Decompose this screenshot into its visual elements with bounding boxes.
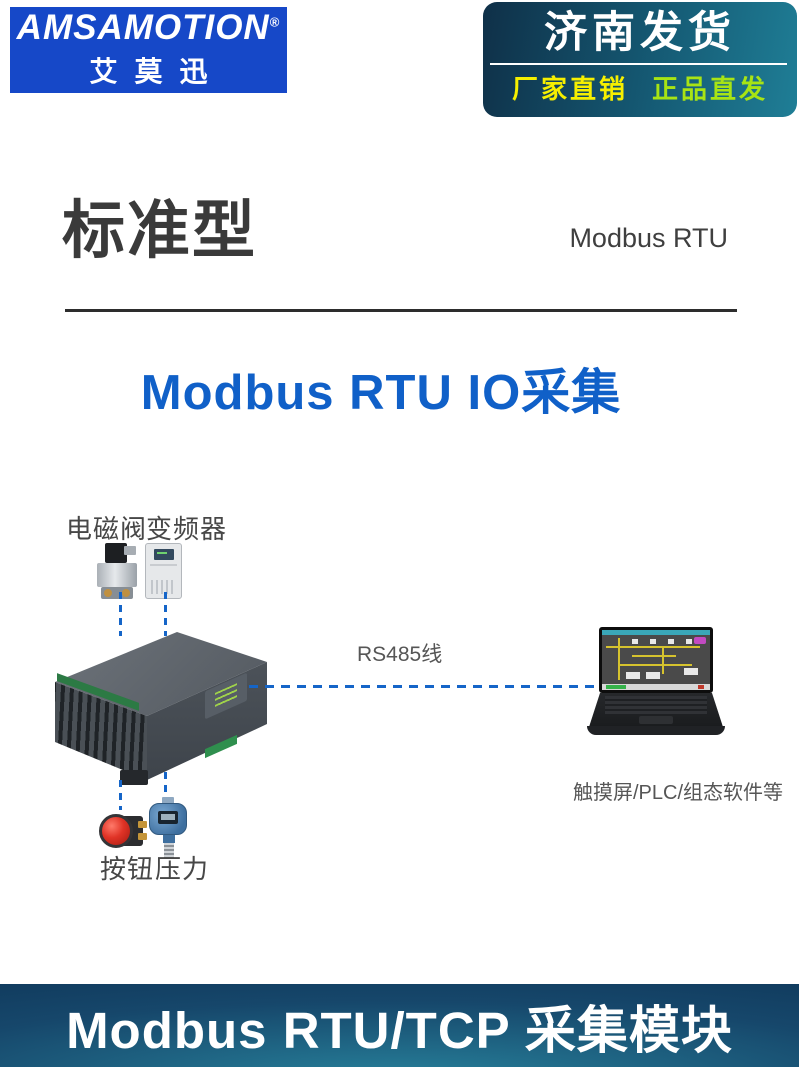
scada-equipment — [626, 672, 640, 679]
scada-alarm-icon — [694, 637, 706, 644]
laptop-screen — [599, 627, 713, 693]
brand-logo: AMSAMOTION® 艾莫迅 — [10, 7, 287, 93]
plc-label-text-lines — [215, 683, 237, 709]
dashed-line-plc-to-laptop — [249, 685, 599, 688]
footer-banner: Modbus RTU/TCP 采集模块 — [0, 984, 799, 1067]
scada-status-bar — [602, 684, 710, 690]
footer-banner-text: Modbus RTU/TCP 采集模块 — [66, 1001, 733, 1059]
vfd-label: 变频器 — [146, 514, 228, 544]
rs485-connection-label: RS485线 — [357, 643, 443, 666]
scada-equipment — [684, 668, 698, 675]
dashed-line-solenoid-to-plc — [119, 592, 122, 636]
solenoid-valve-label: 电磁阀 — [66, 514, 148, 544]
plc-module-image — [55, 630, 267, 780]
dashed-line-plc-to-button — [119, 780, 122, 810]
vfd-panel-line — [150, 564, 177, 566]
solenoid-coil — [105, 543, 127, 563]
vfd-display — [153, 549, 174, 560]
laptop-keys — [605, 696, 707, 714]
section-heading: Modbus RTU IO采集 — [140, 366, 622, 420]
button-label: 按钮 — [100, 854, 155, 884]
scada-pipe — [618, 638, 620, 680]
registered-trademark-icon: ® — [269, 14, 281, 30]
badge-sub-left: 厂家直销 — [511, 73, 628, 104]
badge-subtitles: 厂家直销 正品直发 — [483, 69, 797, 106]
scada-pipe — [606, 646, 700, 648]
laptop-touchpad — [639, 716, 673, 724]
scada-tank — [668, 639, 674, 644]
badge-divider — [490, 62, 787, 65]
scada-tank — [686, 639, 692, 644]
vfd-vents — [151, 580, 176, 594]
scada-tank — [650, 639, 656, 644]
pressure-sensor-body — [149, 803, 187, 835]
pressure-sensor-connector — [162, 797, 174, 805]
solenoid-body — [97, 563, 137, 587]
badge-sub-right: 正品直发 — [652, 73, 769, 104]
laptop-caption: 触摸屏/PLC/组态软件等 — [573, 782, 784, 804]
scada-pipe — [632, 655, 676, 657]
product-type-title: 标准型 — [62, 196, 257, 266]
scada-tank — [632, 639, 638, 644]
push-button-image — [99, 811, 147, 853]
solenoid-valve-image — [93, 543, 141, 601]
pressure-sensor-image — [149, 797, 189, 861]
pressure-sensor-display — [158, 811, 178, 824]
brand-name: AMSAMOTION® — [16, 8, 281, 48]
scada-titlebar — [602, 630, 710, 635]
plc-din-clip — [120, 770, 148, 785]
laptop-keyboard — [589, 693, 723, 727]
shipping-badge-title: 济南发货 — [544, 9, 736, 57]
scada-pipe — [662, 646, 664, 674]
scada-status-red — [698, 685, 704, 689]
scada-pipe — [618, 664, 692, 666]
laptop-image — [587, 627, 725, 747]
dashed-line-vfd-to-plc — [164, 592, 167, 636]
laptop-foot — [587, 726, 725, 735]
vfd-image — [145, 543, 182, 599]
scada-equipment — [646, 672, 660, 679]
scada-status-green — [606, 685, 626, 689]
push-button-cap — [99, 814, 133, 848]
scada-software-screen — [602, 630, 710, 690]
brand-name-cn: 艾莫迅 — [89, 55, 225, 87]
shipping-badge: 济南发货 厂家直销 正品直发 — [483, 2, 797, 117]
pressure-sensor-thread — [164, 843, 174, 858]
pressure-label: 压力 — [155, 854, 210, 884]
protocol-subtitle: Modbus RTU — [569, 223, 728, 253]
solenoid-ports — [101, 587, 133, 599]
pressure-sensor-neck — [163, 835, 175, 843]
title-divider — [65, 309, 737, 312]
dashed-line-plc-to-pressure — [164, 772, 167, 798]
solenoid-connector — [124, 546, 136, 555]
